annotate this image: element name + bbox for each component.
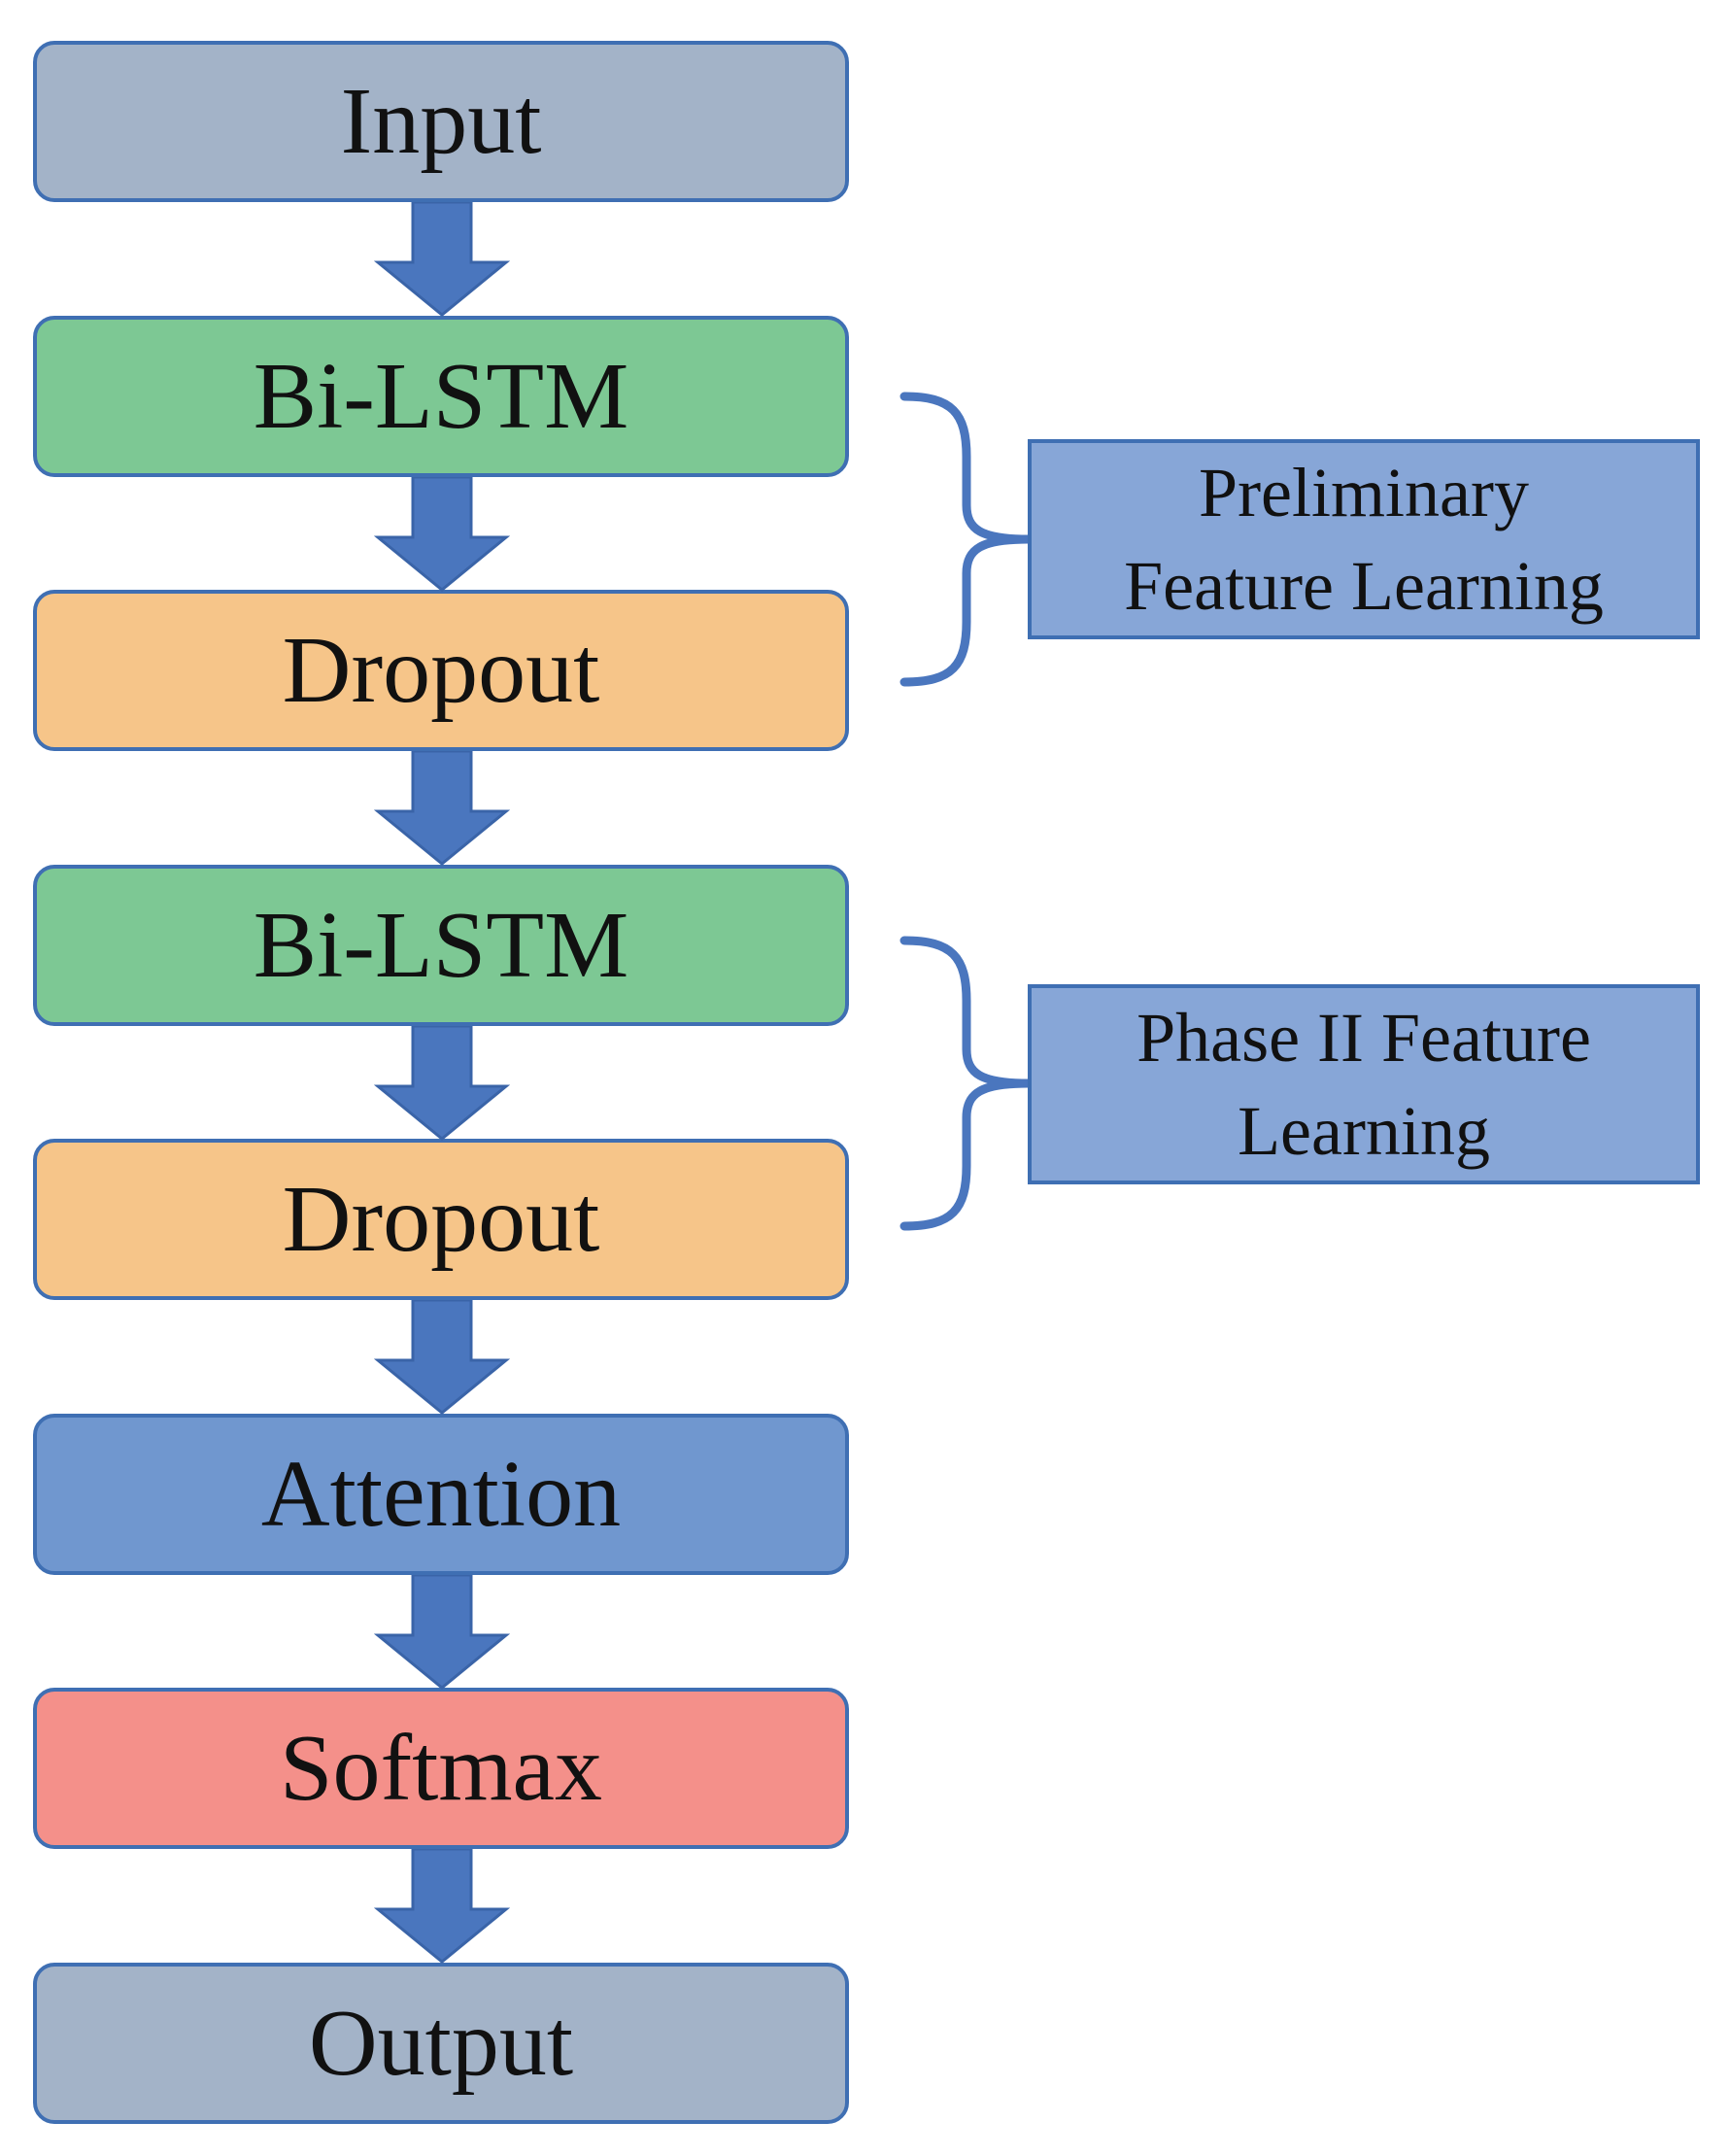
down-arrow-icon [374, 751, 510, 866]
layer-attention: Attention [33, 1414, 849, 1575]
annotation-line: Learning [1238, 1092, 1490, 1170]
down-arrow-icon [374, 1575, 510, 1690]
layer-bilstm-2: Bi-LSTM [33, 865, 849, 1026]
right-brace-icon [899, 936, 1034, 1231]
layer-dropout-2: Dropout [33, 1139, 849, 1300]
down-arrow-icon [374, 477, 510, 592]
annotation-line: Phase II Feature [1136, 999, 1591, 1077]
down-arrow-icon [374, 1849, 510, 1964]
layer-dropout-2-label: Dropout [282, 1167, 600, 1272]
annotation-line: Feature Learning [1124, 547, 1604, 625]
layer-input: Input [33, 41, 849, 202]
annotation-line: Preliminary [1199, 454, 1529, 531]
layer-bilstm-2-label: Bi-LSTM [253, 893, 629, 998]
layer-dropout-1: Dropout [33, 590, 849, 751]
annotation-phase-ii-feature-learning: Phase II Feature Learning [1028, 984, 1700, 1184]
layer-input-label: Input [340, 69, 542, 174]
down-arrow-icon [374, 1300, 510, 1415]
down-arrow-icon [374, 1026, 510, 1141]
layer-output: Output [33, 1963, 849, 2124]
layer-attention-label: Attention [260, 1442, 622, 1547]
down-arrow-icon [374, 202, 510, 317]
layer-bilstm-1: Bi-LSTM [33, 316, 849, 477]
layer-dropout-1-label: Dropout [282, 618, 600, 723]
layer-softmax-label: Softmax [279, 1716, 603, 1821]
right-brace-icon [899, 392, 1034, 687]
annotation-preliminary-feature-learning: Preliminary Feature Learning [1028, 439, 1700, 639]
layer-bilstm-1-label: Bi-LSTM [253, 344, 629, 449]
layer-output-label: Output [308, 1991, 574, 2096]
layer-softmax: Softmax [33, 1688, 849, 1849]
